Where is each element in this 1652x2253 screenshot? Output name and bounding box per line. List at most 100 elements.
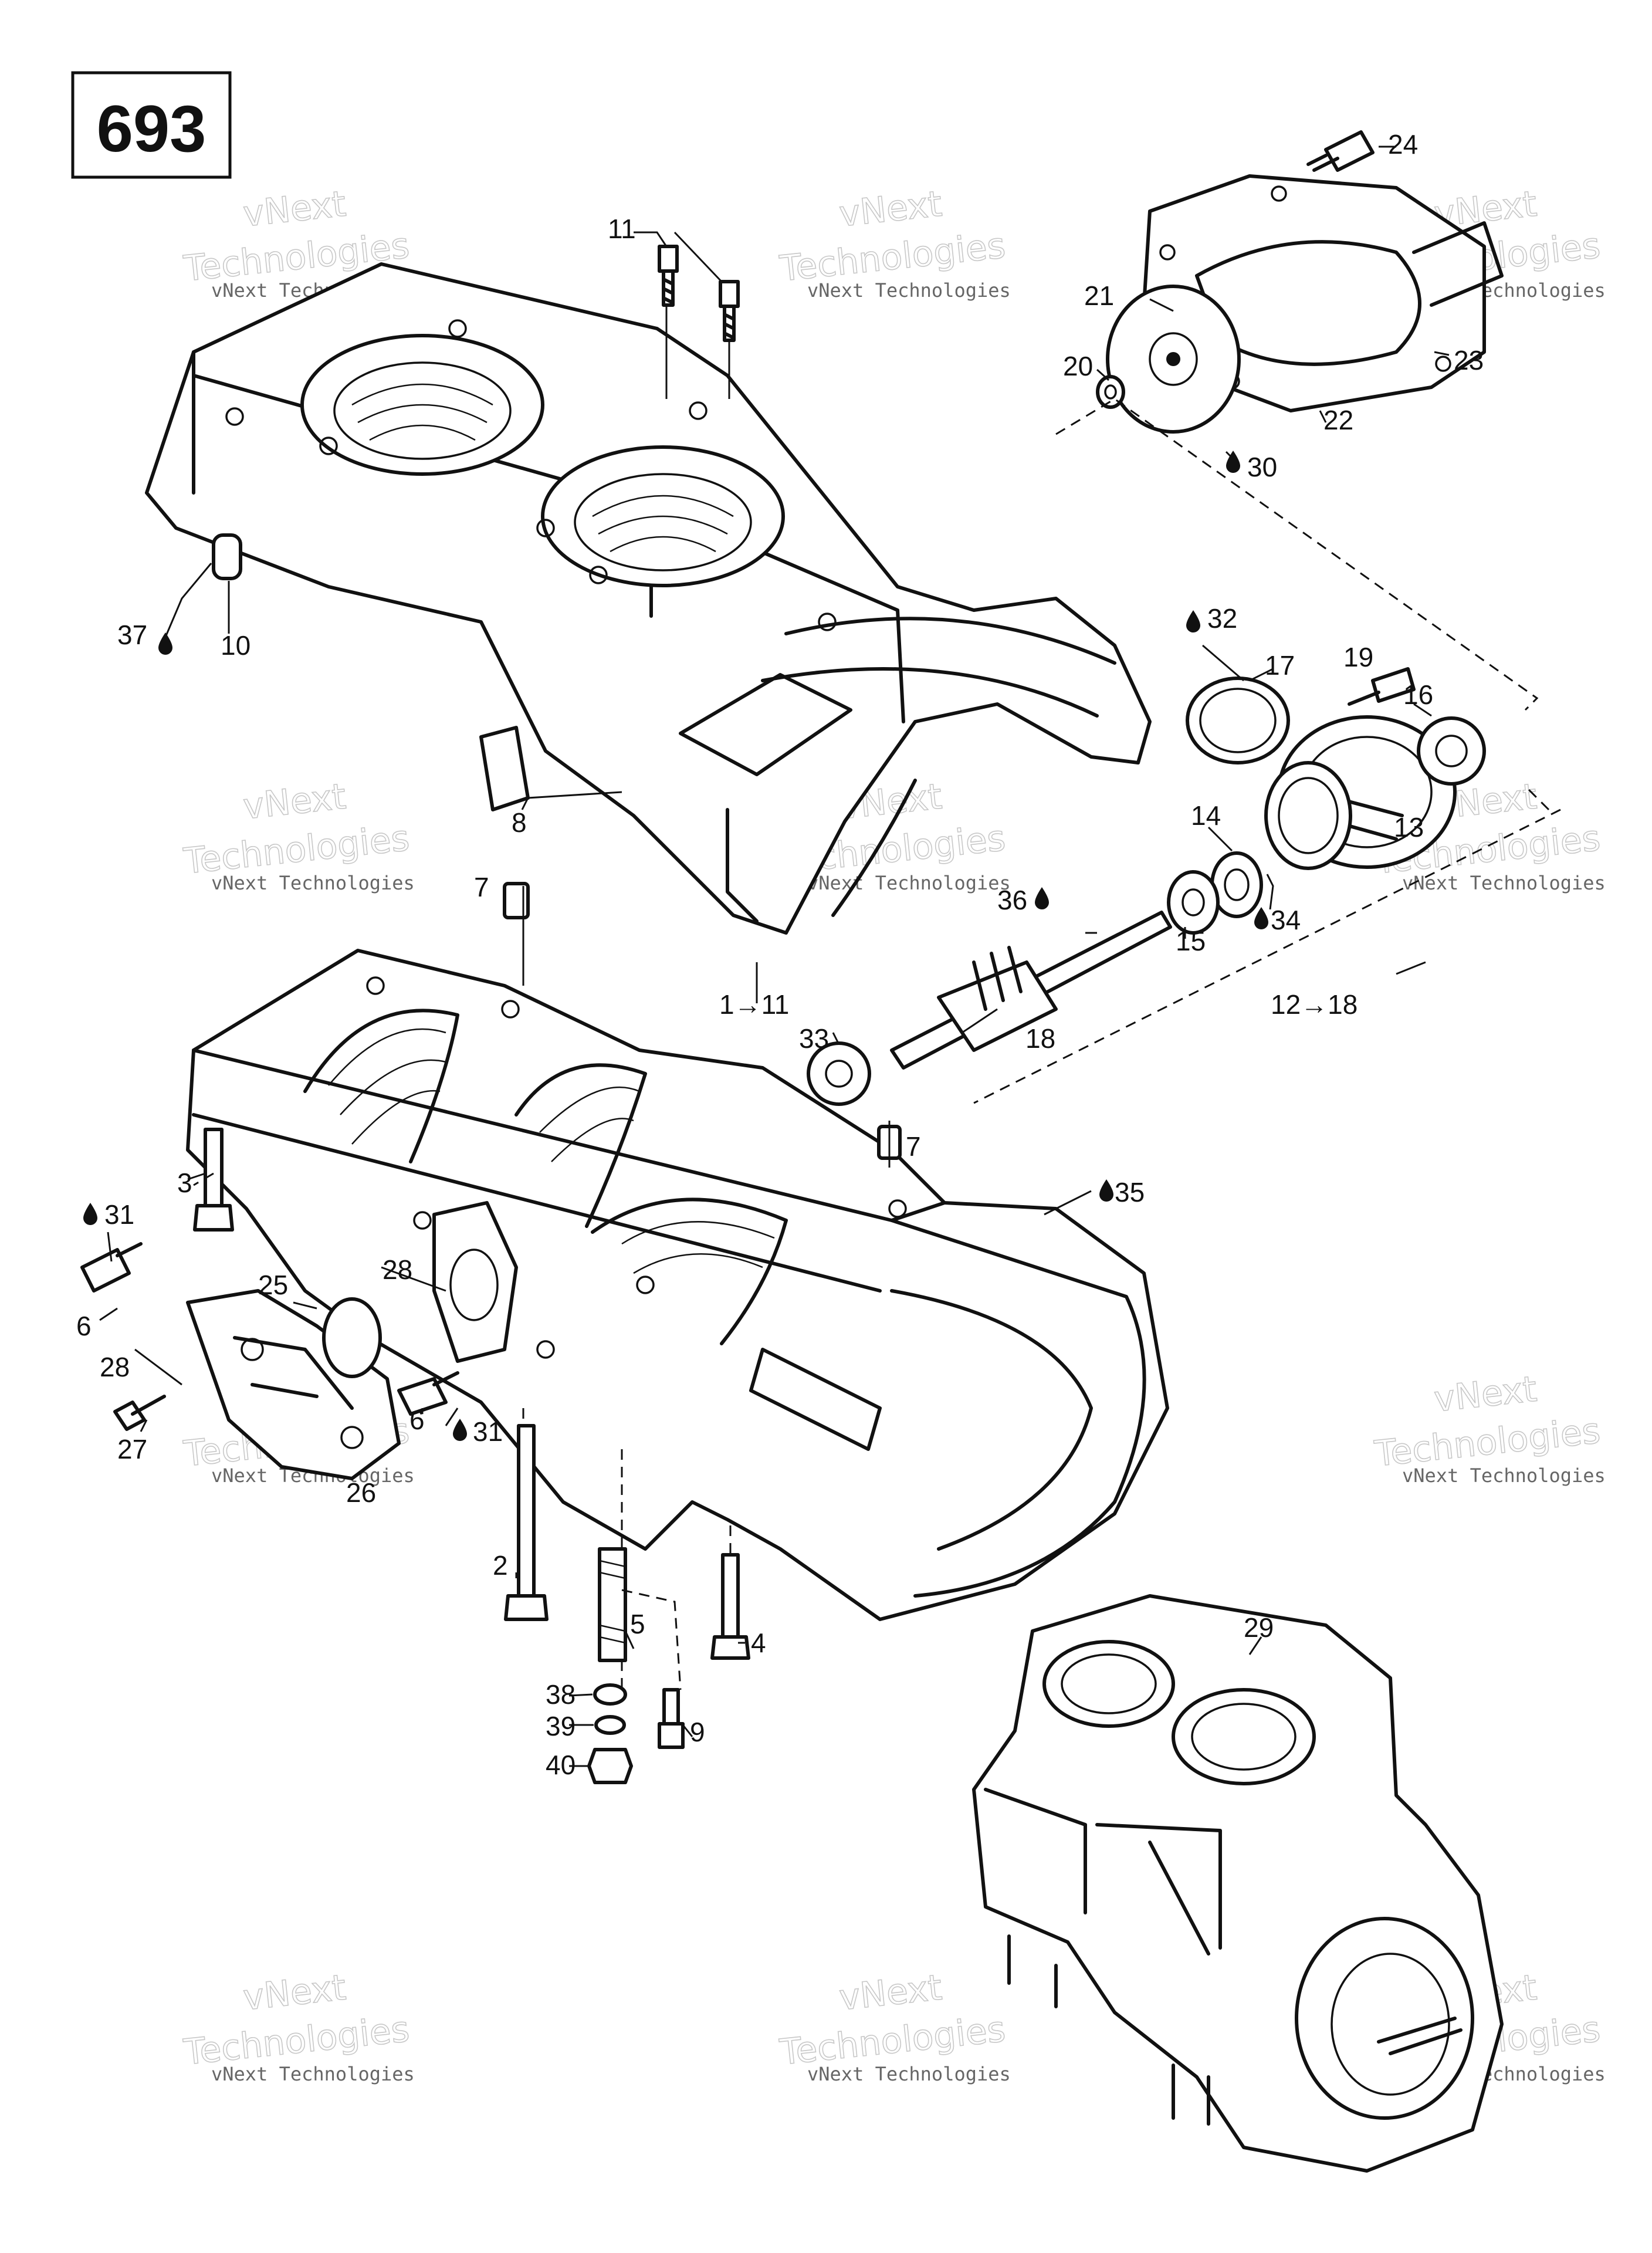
pin [212, 533, 242, 580]
svg-text:vNext: vNext [1432, 1369, 1539, 1420]
callout-label: 35 [1115, 1177, 1145, 1207]
callout-label: 36 [997, 885, 1027, 915]
callout-label: 29 [1244, 1612, 1274, 1643]
callout-labels: 24 11 21 23 20 22 30 37 10 32 17 19 16 8… [76, 129, 1484, 1780]
oil-drop-icon [1099, 1179, 1113, 1202]
callout-label: 37 [117, 620, 147, 650]
watermark: vNext Technologies vNext Technologies [181, 776, 415, 894]
callout-label: 27 [117, 1434, 147, 1464]
callout-label: 21 [1084, 280, 1114, 311]
callout-label: 26 [346, 1477, 376, 1508]
ball-bearing [1167, 870, 1220, 935]
svg-text:vNext: vNext [837, 1967, 944, 2019]
callout-label: 4 [751, 1628, 766, 1658]
watermark: vNext Technologies vNext Technologies [1372, 1368, 1606, 1487]
svg-text:vNext: vNext [241, 1967, 348, 2019]
callout-label: 15 [1176, 926, 1206, 956]
watermark: vNext Technologies vNext Technologies [181, 1967, 415, 2085]
callout-label: 30 [1247, 452, 1277, 482]
washer [593, 1683, 627, 1706]
gasket [322, 1297, 382, 1378]
callout-label: 28 [382, 1254, 412, 1285]
watermark: vNext Technologies vNext Technologies [777, 183, 1011, 302]
callout-label: 31 [104, 1199, 134, 1230]
bolt [504, 1424, 549, 1621]
screw [658, 1688, 685, 1749]
callout-label: 38 [546, 1679, 576, 1710]
callout-label: 1→11 [719, 989, 789, 1020]
callout-label: 13 [1394, 812, 1424, 843]
plug [479, 726, 530, 811]
callout-label: 25 [258, 1270, 288, 1300]
gasket [432, 1201, 518, 1363]
callout-label: 12→18 [1271, 989, 1358, 1020]
page-number-box: 693 [71, 71, 232, 179]
oil-pump [186, 1289, 401, 1480]
lubrication-icons [83, 451, 1268, 1441]
page-number: 693 [97, 92, 206, 165]
oil-seal [1417, 716, 1486, 786]
callout-label: 5 [630, 1609, 645, 1639]
callout-label: 24 [1388, 129, 1418, 160]
watermark: vNext Technologies vNext Technologies [777, 1967, 1011, 2085]
hose-fitting [80, 1242, 143, 1293]
leader-lines [99, 146, 1561, 1767]
callout-label: 6 [76, 1311, 92, 1341]
callout-label: 10 [221, 630, 250, 661]
nut [587, 1748, 633, 1784]
svg-text:vNext Technologies: vNext Technologies [1402, 872, 1606, 894]
oil-drop-icon [158, 632, 172, 655]
oil-drop-icon [453, 1419, 467, 1441]
svg-text:vNext: vNext [241, 184, 348, 235]
screw [658, 245, 679, 307]
svg-text:vNext Technologies: vNext Technologies [807, 2063, 1011, 2085]
callout-label: 8 [512, 807, 527, 838]
callout-label: 23 [1454, 345, 1484, 376]
callout-label: 16 [1403, 679, 1433, 710]
oil-drop-icon [1035, 887, 1049, 909]
dowel-pin [503, 882, 530, 919]
svg-text:vNext Technologies: vNext Technologies [1402, 1464, 1606, 1487]
bolt [1306, 130, 1375, 172]
oil-drop-icon [1226, 451, 1240, 473]
hose-fitting [397, 1371, 459, 1416]
callout-label: 20 [1063, 351, 1093, 381]
callout-label: 40 [546, 1750, 576, 1780]
callout-label: 18 [1025, 1023, 1055, 1054]
screw [1348, 667, 1416, 706]
oil-drop-icon [83, 1203, 97, 1225]
callout-label: 6 [409, 1405, 425, 1435]
callout-label: 17 [1265, 650, 1295, 681]
callout-label: 32 [1207, 603, 1237, 634]
callout-label: 7 [474, 872, 489, 902]
lower-crankcase-half [186, 949, 1169, 1621]
svg-text:vNext: vNext [241, 776, 348, 828]
oil-drop-icon [1254, 907, 1268, 929]
callout-label: 39 [546, 1711, 576, 1741]
callout-label: 31 [473, 1416, 503, 1447]
stud [598, 1547, 627, 1662]
callout-label: 14 [1191, 800, 1221, 831]
svg-text:vNext Technologies: vNext Technologies [211, 872, 415, 894]
svg-text:vNext Technologies: vNext Technologies [807, 279, 1011, 302]
svg-text:vNext Technologies: vNext Technologies [211, 2063, 415, 2085]
callout-label: 11 [608, 214, 636, 244]
svg-text:vNext Technologies: vNext Technologies [807, 872, 1011, 894]
oil-drop-icon [1186, 610, 1200, 632]
callout-label: 3 [177, 1168, 192, 1198]
engine-assembly [972, 1594, 1504, 2173]
svg-text:vNext: vNext [837, 184, 944, 235]
callout-label: 28 [100, 1352, 130, 1382]
oil-seal [1210, 851, 1263, 918]
callout-label: 7 [906, 1131, 921, 1162]
screw [113, 1395, 166, 1431]
upper-crankcase-half [145, 262, 1152, 935]
callout-label: 22 [1323, 405, 1353, 435]
rotary-valve-disc [1106, 285, 1241, 434]
callout-label: 34 [1271, 905, 1301, 935]
bolt [193, 1128, 234, 1232]
screw [719, 280, 740, 342]
callout-label: 2 [493, 1550, 508, 1581]
